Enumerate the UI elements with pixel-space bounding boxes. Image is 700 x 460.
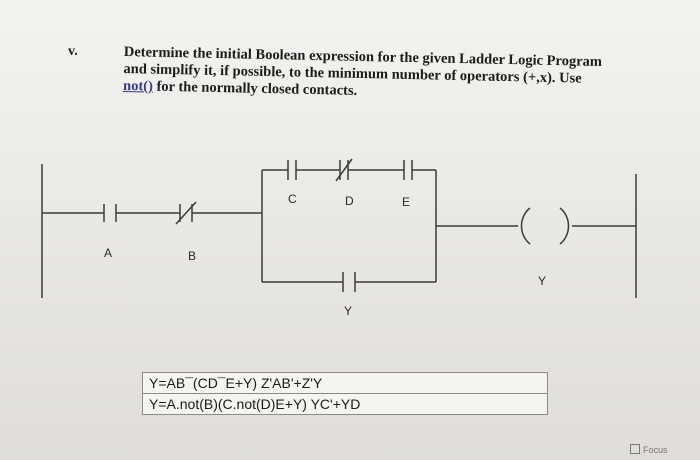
contact-d — [335, 158, 353, 182]
answer-box: Y=AB¯(CD¯E+Y) Z'AB'+Z'Y Y=A.not(B)(C.not… — [142, 372, 548, 415]
label-b: B — [188, 249, 196, 263]
contact-y — [342, 272, 356, 292]
question-number: v. — [68, 44, 78, 59]
focus-label: Focus — [643, 445, 668, 455]
coil-y — [520, 207, 570, 245]
contact-a — [103, 204, 117, 222]
answer-line-1[interactable]: Y=AB¯(CD¯E+Y) Z'AB'+Z'Y — [149, 375, 323, 391]
contact-b — [175, 201, 197, 225]
label-y-branch: Y — [344, 304, 352, 318]
answer-line-2[interactable]: Y=A.not(B)(C.not(D)E+Y) YC'+YD — [143, 393, 547, 414]
label-d: D — [345, 194, 354, 208]
label-e: E — [402, 195, 410, 209]
label-c: C — [288, 192, 297, 206]
label-y-coil: Y — [538, 274, 546, 288]
contact-e — [403, 160, 413, 180]
label-a: A — [104, 246, 112, 260]
contact-c — [287, 160, 297, 180]
focus-icon — [630, 444, 640, 454]
focus-button[interactable]: Focus — [630, 444, 668, 455]
